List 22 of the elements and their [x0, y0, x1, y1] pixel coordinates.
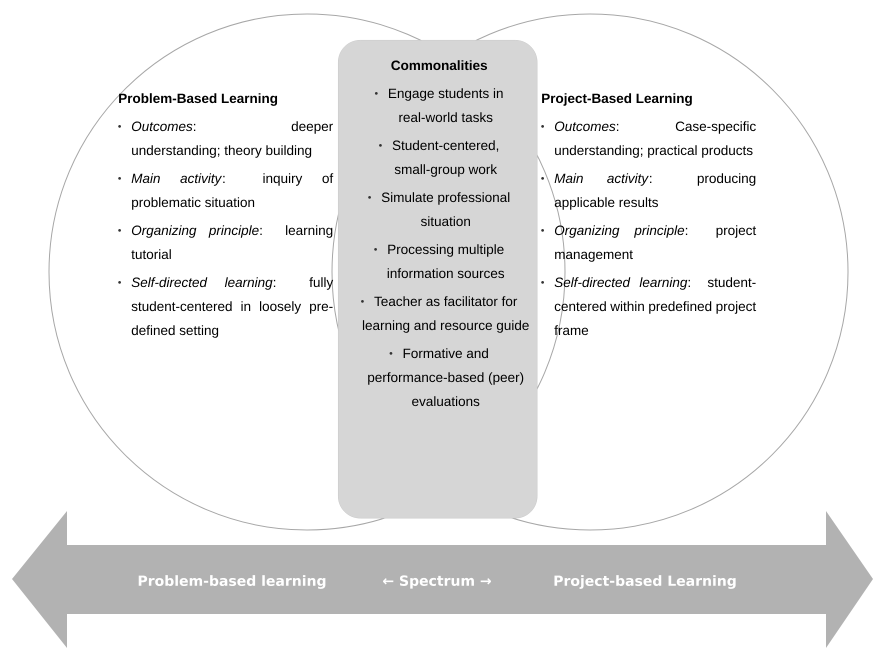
bullet-item: Teacher as facilitator for learning and resource guide	[361, 296, 529, 333]
bullet-item: Simulate professional situation	[368, 192, 510, 226]
bullet-item: Student-centered, small-group work	[379, 140, 498, 177]
bullet-item: Processing multiple information sources	[374, 244, 504, 278]
bullet-item: Main activity: inquiry of problematic situation	[118, 173, 334, 210]
heading: Problem-Based Learning	[119, 93, 278, 106]
bullet-item: Organizing principle: learning tutorial	[118, 225, 332, 260]
bullet-item: Outcomes: deeper understanding; theory building	[118, 121, 333, 158]
bullet-item: Engage students in real-world tasks	[374, 88, 503, 122]
double-arrow	[12, 511, 873, 648]
bullet-item: Organizing principle: project management	[541, 225, 756, 262]
arrow-label: Problem-based learning	[138, 575, 326, 589]
bullet-item: Formative and performance-based (peer) evaluations	[368, 348, 524, 406]
arrow-label: Project-based Learning	[554, 575, 736, 589]
bullet-item: Self-directed learning: student-centered within predefined project frame	[541, 277, 756, 336]
bullet-item: Self-directed learning: fully student-centered in loosely pre-defined setting	[118, 277, 334, 338]
heading: Commonalities	[391, 60, 488, 70]
heading: Project-Based Learning	[542, 93, 692, 106]
arrow-label: ← Spectrum →	[383, 575, 491, 589]
bullet-item: Main activity: producing applicable results	[541, 173, 756, 210]
bullet-item: Outcomes: Case-specific understanding; practical products	[541, 121, 756, 158]
rounded-box	[338, 40, 538, 518]
